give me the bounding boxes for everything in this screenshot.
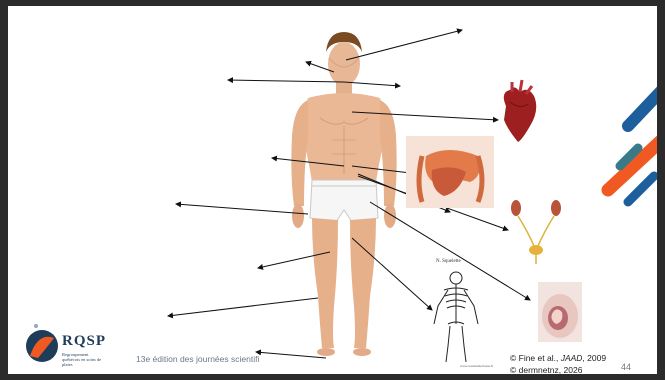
heart-icon: [504, 80, 537, 142]
arrow-groin-pregnancy: [370, 202, 530, 300]
footer-text: 13e édition des journées scientifi: [136, 354, 259, 364]
svg-text:.: .: [522, 203, 523, 207]
credit-line-2: © dermnetnz, 2026: [510, 364, 606, 374]
skeleton-title: N. Squelette: [436, 259, 461, 264]
slide: . N. S: [8, 6, 657, 374]
arrow-neck-left: [228, 80, 344, 82]
arrow-knee-left: [168, 298, 318, 316]
skeleton-caption: www.soutiendeclasse.fr: [460, 364, 493, 368]
credit-block: © Fine et al., JAAD, 2009 © dermnetnz, 2…: [510, 352, 606, 374]
anatomy-diagram: .: [8, 6, 657, 374]
intestines-icon: [406, 136, 494, 208]
credit-journal: JAAD: [561, 353, 583, 363]
skeleton-icon: [434, 272, 478, 362]
logo-subtitle: Regroupement québécois en soins de plaie…: [62, 352, 106, 367]
credit-prefix: © Fine et al.,: [510, 353, 561, 363]
rqsp-logo-icon: [26, 324, 58, 362]
arrow-neck-right: [344, 82, 400, 86]
arrow-foot-left: [256, 352, 326, 358]
urinary-system-icon: .: [511, 200, 561, 264]
pregnant-belly-icon: [538, 282, 582, 342]
male-body-icon: [291, 32, 396, 356]
credit-suffix: , 2009: [582, 353, 606, 363]
logo-title: RQSP: [62, 333, 106, 350]
accent-stripes: [608, 88, 657, 202]
credit-line-1: © Fine et al., JAAD, 2009: [510, 352, 606, 364]
page-number: 44: [621, 362, 631, 372]
arrow-head-to-top-right: [346, 30, 462, 60]
arrow-hip-left: [176, 204, 308, 214]
